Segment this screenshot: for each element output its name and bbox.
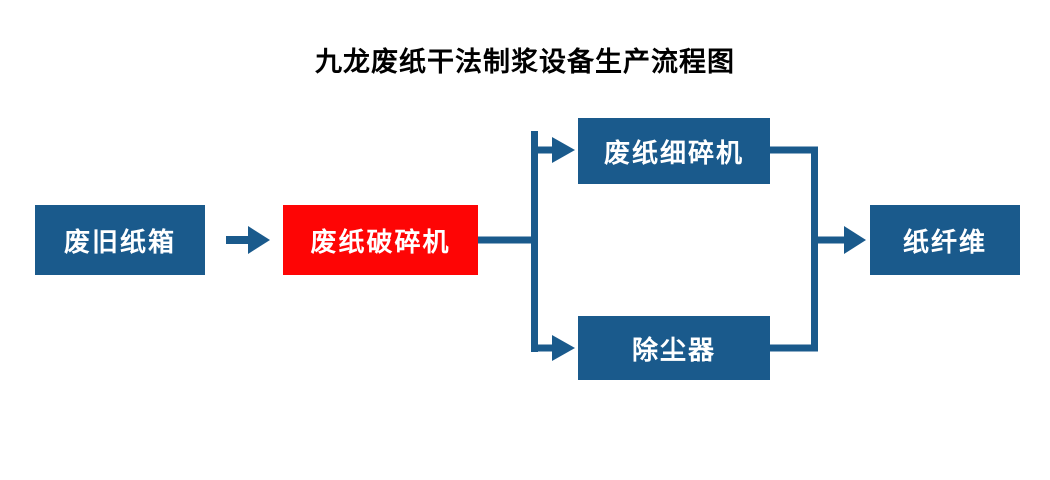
node-dust-collector-label: 除尘器 [631, 335, 716, 366]
node-crusher-label: 废纸破碎机 [310, 227, 451, 258]
node-fine-crusher: 废纸细碎机 [578, 118, 770, 184]
node-paper-fiber-label: 纸纤维 [902, 227, 987, 258]
node-crusher: 废纸破碎机 [283, 205, 478, 275]
node-waste-cardboard: 废旧纸箱 [35, 205, 205, 275]
edge-merge-to-fiber [811, 146, 866, 352]
edge-split-to-dust-collector [531, 335, 575, 361]
edge-crusher-to-split [478, 131, 538, 352]
diagram-title: 九龙废纸干法制浆设备生产流程图 [315, 47, 735, 78]
node-dust-collector: 除尘器 [578, 316, 770, 380]
edge-split-to-fine-crusher [531, 137, 575, 163]
edge-cardboard-to-crusher [226, 226, 270, 254]
node-paper-fiber: 纸纤维 [870, 205, 1020, 275]
node-waste-cardboard-label: 废旧纸箱 [63, 227, 176, 258]
node-fine-crusher-label: 废纸细碎机 [603, 138, 744, 169]
